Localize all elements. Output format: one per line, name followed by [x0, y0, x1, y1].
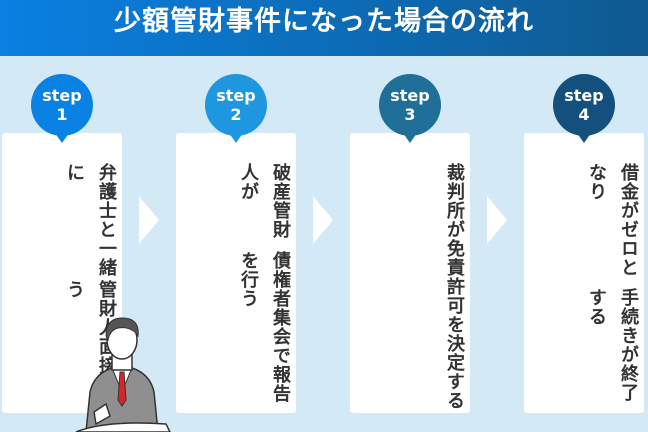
lawyer-illustration	[75, 317, 171, 432]
step-number: 2	[230, 105, 242, 124]
step-card-1: 弁護士と一緒に管財人面接を行う	[2, 133, 122, 413]
step-text-line: 裁判所が	[444, 163, 465, 239]
step-number: 1	[56, 105, 68, 124]
arrow-right-icon	[139, 196, 159, 244]
step-card-4: 借金がゼロとなり手続きが終了する	[524, 133, 644, 413]
step-card-2: 破産管財人が債権者集会で報告を行う	[176, 133, 296, 413]
step-text-line: 債権者集会で報告を行う	[238, 251, 291, 404]
step-label: step	[564, 86, 604, 105]
step-text-line: 免責許可を決定する	[444, 239, 465, 410]
arrow-right-icon	[487, 196, 507, 244]
step-label: step	[390, 86, 430, 105]
step-text-line: 弁護士と一緒に	[64, 163, 117, 277]
page-title: 少額管財事件になった場合の流れ	[0, 0, 648, 56]
step-text-line: 手続きが終了する	[586, 288, 639, 402]
step-text-line: 借金がゼロとなり	[586, 163, 639, 277]
step-number: 4	[578, 105, 590, 124]
step-text-line: 破産管財人が	[238, 163, 291, 239]
step-label: step	[42, 86, 82, 105]
step-number: 3	[404, 105, 416, 124]
step-label: step	[216, 86, 256, 105]
arrow-right-icon	[313, 196, 333, 244]
step-card-3: 裁判所が免責許可を決定する	[350, 133, 470, 413]
